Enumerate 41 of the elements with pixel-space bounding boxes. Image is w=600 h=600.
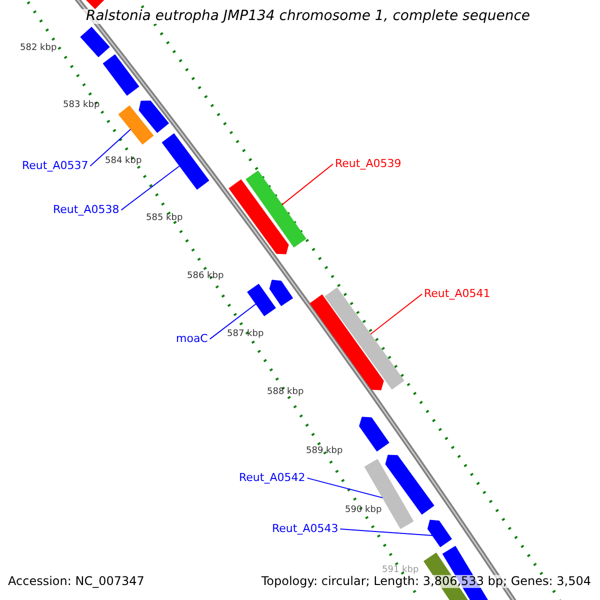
gene-block (246, 170, 306, 248)
gene-label: moaC (176, 333, 208, 346)
leader-line (120, 165, 180, 211)
gene-label: Reut_A0539 (335, 158, 402, 170)
scale-label: 587 kbp (227, 330, 264, 340)
scale-label: 586 kbp (187, 272, 224, 282)
scale-label: 585 kbp (146, 214, 183, 224)
leader-line (370, 294, 422, 335)
gene-label: Reut_A0541 (424, 288, 490, 300)
gene-block (364, 458, 414, 530)
genome-stats-text: Topology: circular; Length: 3,806,533 bp; Genes: 3,504 (261, 575, 591, 588)
scale-label: 583 kbp (63, 101, 100, 111)
gene-label: Reut_A0543 (272, 523, 338, 536)
gene-block (310, 294, 384, 390)
gene-block (118, 105, 154, 145)
leader-line (340, 528, 433, 536)
gene-block (162, 133, 210, 190)
scale-label: 588 kbp (267, 388, 304, 398)
gene-block (80, 26, 110, 58)
leader-line (306, 478, 384, 498)
gene-block (138, 100, 170, 133)
gene-label: Reut_A0542 (239, 472, 306, 484)
scale-label: 591 kbp (382, 566, 419, 576)
gene-label: Reut_A0537 (22, 160, 88, 172)
leader-line (282, 164, 334, 206)
gene-block (247, 284, 276, 316)
accession-text: Accession: NC_007347 (8, 575, 144, 588)
scale-label: 590 kbp (345, 506, 382, 516)
scale-label: 582 kbp (20, 44, 57, 54)
scale-label: 589 kbp (306, 447, 343, 457)
gene-block (228, 179, 289, 254)
gene-block (385, 454, 434, 515)
gene-block (102, 54, 140, 96)
scale-label: 584 kbp (105, 157, 142, 167)
gene-block (324, 287, 404, 390)
gene-block (269, 280, 294, 306)
leader-line (209, 304, 256, 340)
gene-block (427, 520, 452, 548)
gene-label: Reut_A0538 (53, 204, 120, 216)
gene-block (359, 416, 390, 452)
leader-line (90, 128, 132, 167)
